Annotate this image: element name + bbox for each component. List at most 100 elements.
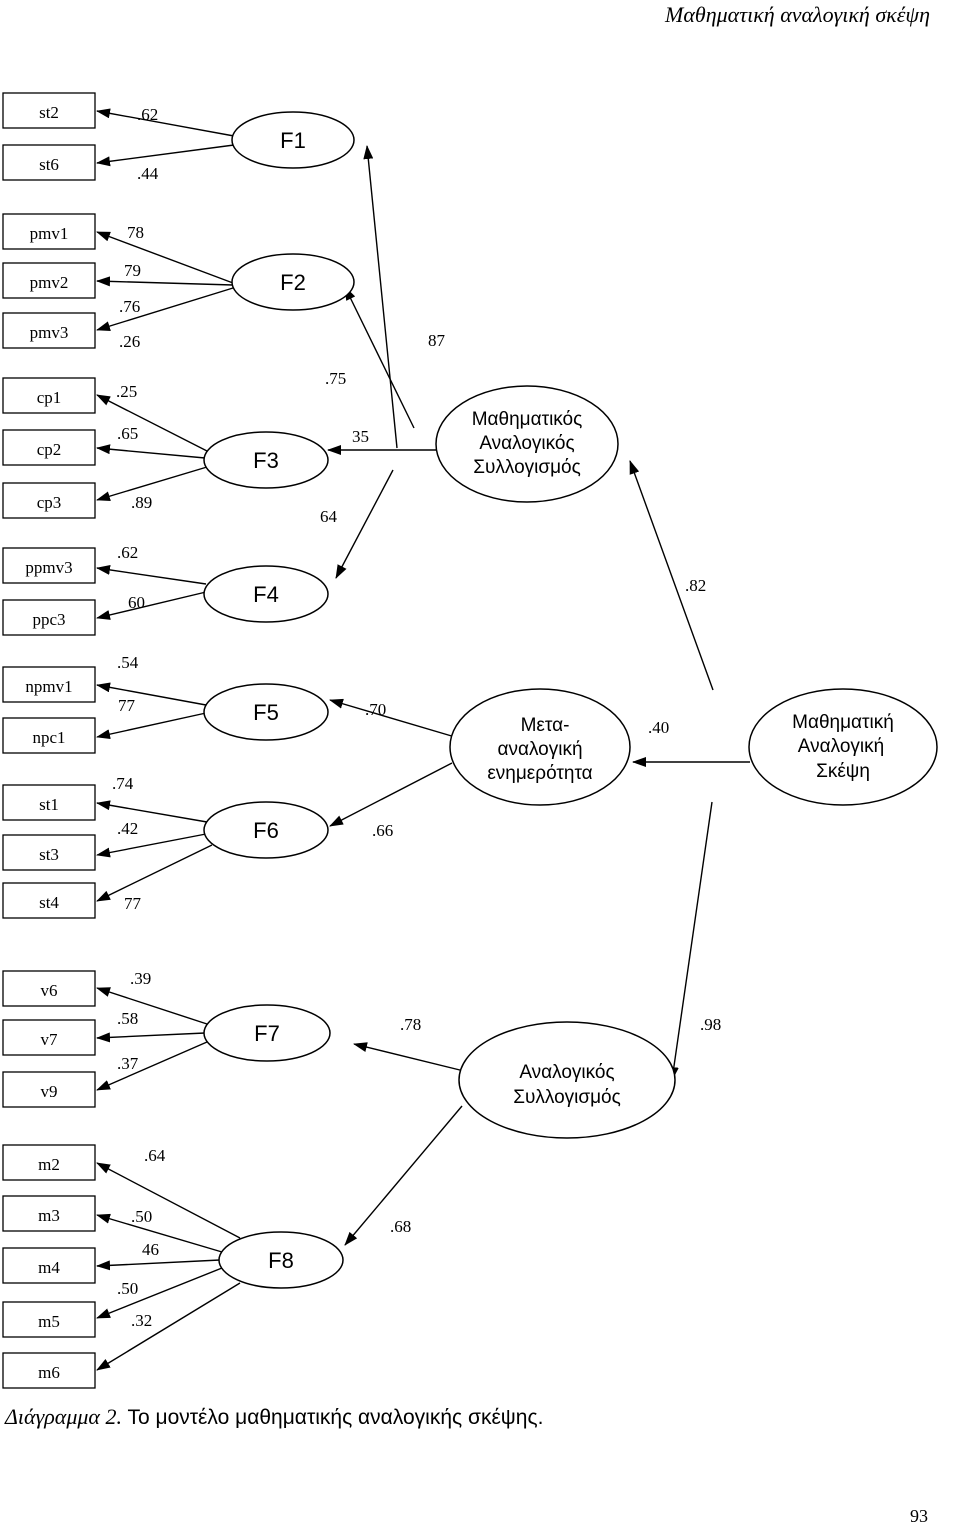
loading-value: 79 xyxy=(124,261,141,280)
indicator-box: cp1 xyxy=(2,377,96,414)
path-value: .68 xyxy=(390,1217,411,1236)
factor-label: F1 xyxy=(280,128,306,153)
path-arrow-to-f6 xyxy=(329,762,453,827)
measurement-arrows xyxy=(96,108,241,1371)
indicator-label: ppc3 xyxy=(32,610,65,629)
indicator-label: npmv1 xyxy=(25,677,72,696)
loading-arrow xyxy=(96,712,207,740)
indicator-box: m3 xyxy=(2,1195,96,1232)
loading-arrow xyxy=(96,591,207,620)
measurement-coefficients: .62 .44 78 79 .76 .26 .25 .65 .89 .62 60… xyxy=(112,105,166,1330)
path-value: 64 xyxy=(320,507,338,526)
loading-value: .39 xyxy=(130,969,151,988)
loading-arrow xyxy=(96,1213,223,1253)
loading-value: 77 xyxy=(124,894,142,913)
indicator-label: m6 xyxy=(38,1363,60,1382)
indicator-label: st2 xyxy=(39,103,59,122)
loading-arrow xyxy=(96,564,207,585)
loading-value: .54 xyxy=(117,653,139,672)
indicator-label: st1 xyxy=(39,795,59,814)
loading-value: .89 xyxy=(131,493,152,512)
construct-label-line: αναλογική xyxy=(497,739,582,760)
loading-arrow xyxy=(96,1162,241,1239)
indicator-label: st4 xyxy=(39,893,59,912)
loading-value: .58 xyxy=(117,1009,138,1028)
figure-caption: Διάγραμμα 2. Το μοντέλο μαθηματικής αναλ… xyxy=(4,1404,543,1429)
loading-arrow xyxy=(96,1259,221,1271)
path-value: .75 xyxy=(325,369,346,388)
loading-value: .74 xyxy=(112,774,134,793)
factor-label: F6 xyxy=(253,818,279,843)
loading-value: 77 xyxy=(118,696,136,715)
path-arrow-to-f4 xyxy=(335,469,394,579)
loading-arrow xyxy=(96,144,235,167)
indicator-box: cp2 xyxy=(2,429,96,466)
indicator-boxes: st2 st6 pmv1 pmv2 pmv3 cp1 cp2 cp3 ppmv3… xyxy=(2,92,96,1389)
path-value: .82 xyxy=(685,576,706,595)
indicator-box: v7 xyxy=(2,1019,96,1056)
indicator-label: v6 xyxy=(41,981,58,1000)
construct-label-line: Αναλογικός xyxy=(479,433,574,454)
path-arrow-to-f7 xyxy=(353,1042,469,1073)
loading-arrow xyxy=(96,987,208,1025)
construct-label-line: Συλλογισμός xyxy=(513,1087,621,1108)
path-arrow-to-f2 xyxy=(344,286,415,429)
indicator-label: ppmv3 xyxy=(25,558,72,577)
indicator-box: st6 xyxy=(2,144,96,181)
loading-arrow xyxy=(96,276,234,287)
factor-label: F8 xyxy=(268,1248,294,1273)
caption-label: Διάγραμμα 2. xyxy=(4,1404,122,1429)
loading-value: .50 xyxy=(131,1207,152,1226)
path-arrow-to-f5 xyxy=(329,698,456,738)
path-value: .78 xyxy=(400,1015,421,1034)
indicator-box: m2 xyxy=(2,1144,96,1181)
indicator-label: m2 xyxy=(38,1155,60,1174)
path-value: .40 xyxy=(648,718,669,737)
loading-arrow xyxy=(96,1267,223,1319)
loading-value: 46 xyxy=(142,1240,159,1259)
indicator-box: st2 xyxy=(2,92,96,129)
loading-value: .62 xyxy=(117,543,138,562)
loading-arrow xyxy=(96,287,234,331)
loading-arrow xyxy=(96,1032,206,1043)
indicator-box: ppc3 xyxy=(2,599,96,636)
path-value: 87 xyxy=(428,331,446,350)
loading-arrow xyxy=(96,394,208,452)
running-header: Μαθηματική αναλογική σκέψη xyxy=(664,2,930,27)
indicator-box: npmv1 xyxy=(2,666,96,703)
construct-meta-awareness: Μετα- αναλογική ενημερότητα xyxy=(449,688,631,806)
loading-value: .50 xyxy=(117,1279,138,1298)
loading-value: .62 xyxy=(137,105,158,124)
indicator-box: m6 xyxy=(2,1352,96,1389)
factor-label: F7 xyxy=(254,1021,280,1046)
indicator-label: v9 xyxy=(41,1082,58,1101)
construct-label-line: Συλλογισμός xyxy=(473,457,581,478)
path-arrow-to-analogical-reasoning xyxy=(668,801,713,1081)
factor-label: F2 xyxy=(280,270,306,295)
loading-value: 60 xyxy=(128,593,145,612)
loading-arrow xyxy=(96,466,208,502)
loading-arrow xyxy=(96,800,208,823)
indicator-box: st3 xyxy=(2,834,96,871)
indicator-box: cp3 xyxy=(2,482,96,519)
indicator-box: m4 xyxy=(2,1247,96,1284)
indicator-label: st3 xyxy=(39,845,59,864)
indicator-label: m3 xyxy=(38,1206,60,1225)
loading-arrow xyxy=(96,844,213,902)
path-value: .70 xyxy=(365,700,386,719)
construct-label-line: ενημερότητα xyxy=(487,763,592,784)
construct-label-line: Σκέψη xyxy=(816,761,870,782)
indicator-label: cp3 xyxy=(37,493,62,512)
factor-label: F4 xyxy=(253,582,279,607)
loading-value: .32 xyxy=(131,1311,152,1330)
indicator-box: pmv3 xyxy=(2,312,96,349)
path-arrow-to-f8 xyxy=(344,1105,463,1246)
factor-f3: F3 xyxy=(203,431,329,489)
construct-label-line: Αναλογική xyxy=(798,736,884,757)
loading-arrow xyxy=(96,1282,241,1371)
indicator-box: st1 xyxy=(2,784,96,821)
factor-f1: F1 xyxy=(231,111,355,169)
indicator-label: pmv1 xyxy=(30,224,69,243)
factor-f4: F4 xyxy=(203,565,329,623)
